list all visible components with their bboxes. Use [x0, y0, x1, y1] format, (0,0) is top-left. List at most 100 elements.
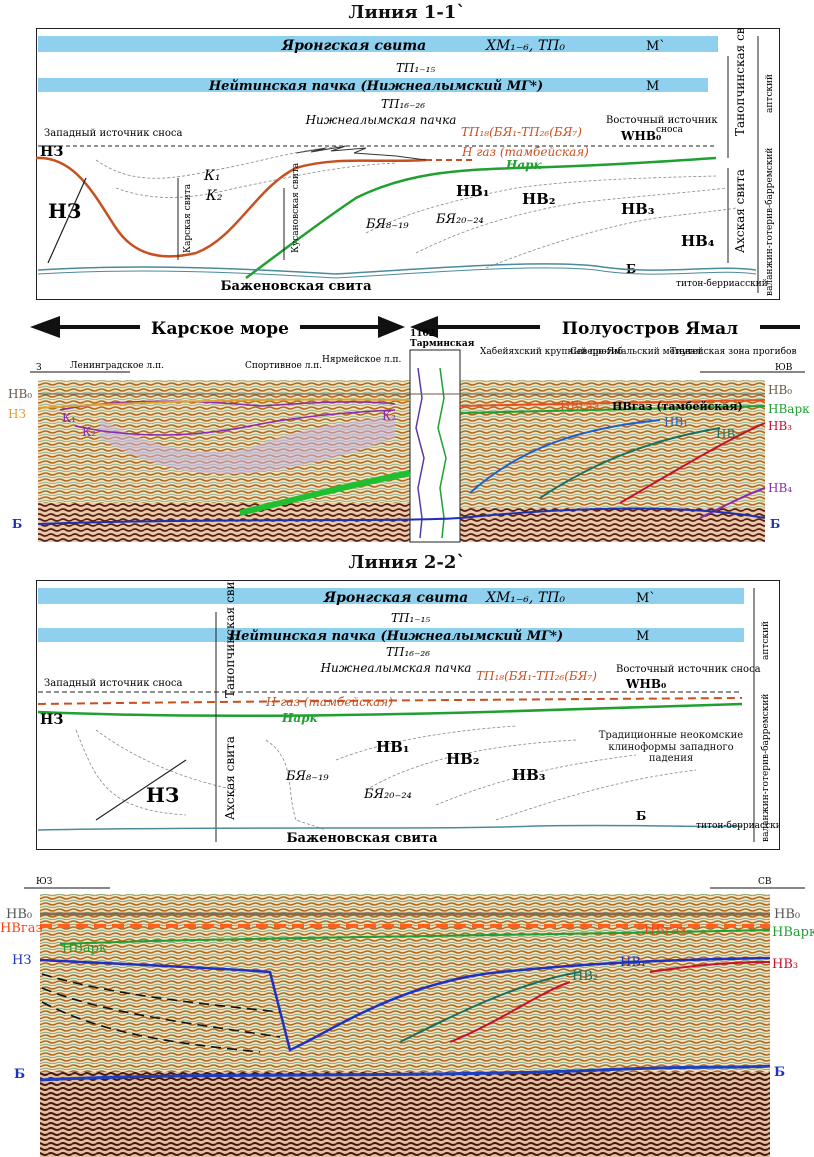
len-label: Ленинградское л.п. — [70, 361, 164, 371]
line1-frame — [36, 28, 780, 300]
nvark-seis: НВарк — [768, 402, 810, 416]
yarong-index: ХМ₁₋₆, ТП₀ — [485, 38, 565, 54]
nv4-label: НВ₄ — [681, 232, 715, 250]
well-log-panel — [409, 349, 461, 543]
bazh-label: Баженовская свита — [220, 279, 372, 294]
kara-label: Карское море — [151, 319, 289, 339]
karsk-label: Карская свита — [183, 183, 193, 253]
akh-label-2: Ахская свита — [223, 736, 237, 820]
yarong-index-2: ХМ₁₋₆, ТП₀ — [485, 590, 565, 606]
zigzag-line — [295, 145, 427, 161]
k1-horizon — [59, 400, 396, 411]
nark-label-2: Нарк — [281, 711, 319, 725]
nv2-right-2: НВ₂ — [572, 969, 598, 984]
west-source: Западный источник сноса — [44, 128, 183, 139]
tp1626-label-2: ТП₁₆₋₂₆ — [386, 645, 430, 659]
nvark-horizon-2 — [59, 929, 771, 945]
clinoform-dashes-2 — [41, 973, 281, 1053]
nz-top-label: НЗ — [40, 144, 63, 160]
line1-title: Линия 1-1` — [348, 2, 466, 23]
b-right: Б — [770, 517, 780, 531]
neit-label-2: Нейтинская пачка (Нижнеалымский МГ*) — [228, 629, 563, 644]
tp18-label: ТП₁₈(БЯ₁-ТП₂₆(БЯ₇) — [461, 125, 582, 139]
neit-label: Нейтинская пачка (Нижнеалымский МГ*) — [208, 79, 543, 94]
tp18-label-2: ТП₁₈(БЯ₁-ТП₂₆(БЯ₇) — [476, 669, 597, 683]
nvark-left-2: НВарк — [62, 941, 107, 956]
nizh-label-2: Нижнеалымская пачка — [320, 661, 472, 675]
line2-title: Линия 2-2` — [348, 552, 466, 573]
titon-label-2: титон-берриасский — [696, 820, 780, 831]
valang-label-2: валанжин-готерив-барремский — [760, 694, 771, 842]
nv1-label: НВ₁ — [456, 182, 489, 200]
snosa-label: сноса — [656, 125, 683, 135]
nark-line-2 — [37, 702, 743, 718]
yamal-label-bg — [540, 314, 760, 340]
nv4-seis: НВ₄ — [768, 481, 792, 495]
whb0-label: WHB₀ — [620, 129, 661, 143]
nyarm-label: Нярмейское л.п. — [322, 355, 401, 365]
line1-section: Яронгская свита ХМ₁₋₆, ТП₀ М` ТП₁₋₁₅ Ней… — [36, 28, 780, 300]
neit-band-2 — [38, 628, 744, 642]
yamal-arrow-head — [410, 316, 438, 338]
tp1626-label: ТП₁₆₋₂₆ — [381, 97, 425, 111]
nz-arrow — [47, 177, 87, 264]
kara-label-bg — [140, 314, 300, 340]
tanop-label-2: Танопчинская свита — [223, 580, 237, 698]
titon-label: титон-берриасский — [676, 278, 768, 289]
dir-sv: СВ — [758, 877, 772, 887]
region-arrows: Карское море Полуостров Ямал — [30, 314, 800, 340]
nvark-horizon — [459, 405, 766, 414]
bazh-horizon-2 — [37, 267, 757, 279]
nvgaz-right-2: НВгаз — [644, 923, 687, 938]
well-name: Тарминская — [410, 339, 475, 349]
yarong-label: Яронгская свита — [281, 38, 426, 54]
yarong-band — [38, 36, 718, 52]
kusan-label: Кусановская свита — [291, 162, 301, 253]
k-fill — [100, 416, 395, 475]
b-label-2: Б — [636, 809, 646, 823]
nv3-label: НВ₃ — [621, 200, 654, 218]
bya819-label-2: БЯ₈₋₁₉ — [285, 769, 329, 784]
nizh-label: Нижнеалымская пачка — [305, 113, 457, 127]
alb-label: аптский — [765, 74, 775, 113]
nvark-right-2: НВарк — [772, 925, 814, 940]
tp115-label: ТП₁₋₁₅ — [396, 61, 435, 75]
valang-label: валанжин-готерив-барремский — [764, 148, 775, 296]
dir-z: З — [36, 363, 42, 373]
hgaz-label: Н газ (тамбейская) — [461, 145, 589, 159]
b-horizon-2 — [39, 1064, 771, 1082]
bazh-label-2: Баженовская свита — [286, 831, 438, 846]
hgaz-line-2 — [37, 697, 743, 705]
kara-arrow-left-head — [30, 316, 60, 338]
bya2024-label-2: БЯ₂₀₋₂₄ — [363, 787, 412, 802]
nv3-seis: НВ₃ — [768, 419, 792, 433]
east-source-2: Восточный источник сноса — [616, 664, 761, 675]
b-left-2: Б — [14, 1067, 25, 1082]
nv1-right-2: НВ₁ — [620, 955, 646, 970]
nz-left-2: НЗ — [12, 953, 31, 968]
nv2-horizon-2 — [399, 971, 581, 1043]
m-label: М — [646, 79, 659, 94]
tiu-label: Тиутейская зона прогибов — [670, 346, 797, 357]
bazh-horizon-2a — [37, 824, 743, 831]
nz-arrow-2 — [95, 759, 187, 821]
nz-orange-horizon — [36, 156, 427, 258]
yamal-label: Полуостров Ямал — [562, 319, 738, 339]
well-log-curve-1 — [415, 367, 425, 539]
nv3-horizon-2 — [649, 961, 771, 973]
nvgaz-left-2: НВгаз — [0, 921, 43, 936]
tanop-label: Танопчинская свита — [733, 28, 747, 136]
nv1-seis: НВ₁ — [664, 415, 688, 429]
nv1-horizon-2 — [39, 956, 771, 1052]
seis2-deep — [40, 1072, 770, 1157]
nark-label: Нарк — [505, 158, 543, 172]
m-label-2: М — [636, 629, 649, 644]
hb0-left: НВ₀ — [8, 387, 32, 401]
nv2-label: НВ₂ — [522, 190, 555, 208]
nv1-horizon — [469, 419, 661, 494]
hb0-left-2: НВ₀ — [6, 907, 32, 922]
nv3-horizon — [619, 422, 766, 504]
sev-label: Северо-Ямальский мегавал — [570, 347, 701, 357]
nz-top-label-2: НЗ — [40, 712, 63, 728]
k2-seis-right: К₂ — [382, 409, 396, 423]
